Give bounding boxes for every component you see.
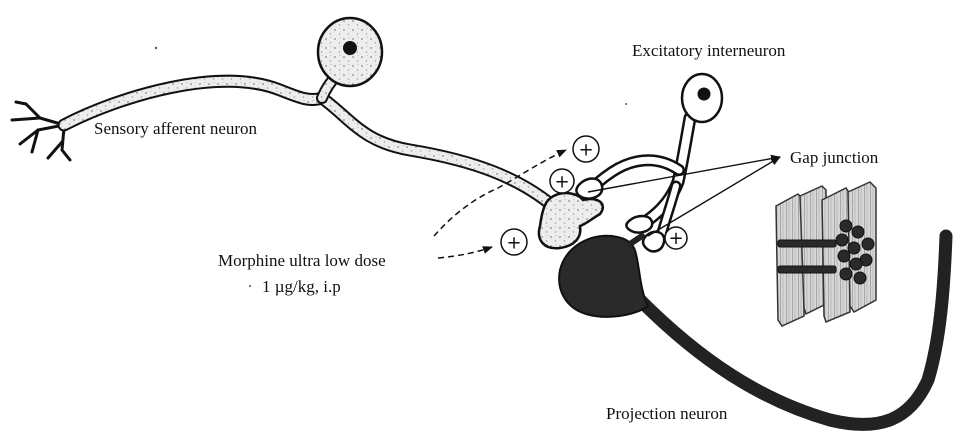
label-excitatory-interneuron: Excitatory interneuron bbox=[632, 42, 785, 59]
gap-junction-illustration bbox=[776, 182, 876, 326]
projection-dendrite-stub bbox=[630, 236, 642, 244]
interneuron-mid-terminal bbox=[626, 216, 652, 233]
plus-sign: + bbox=[506, 233, 521, 254]
interneuron-nucleus bbox=[698, 88, 711, 101]
label-morphine-route: 1 µg/kg, i.p bbox=[262, 278, 341, 295]
label-gap-junction: Gap junction bbox=[790, 149, 878, 166]
plus-sign: + bbox=[554, 172, 569, 193]
membrane-left bbox=[776, 194, 804, 326]
plus-marker-left: + bbox=[550, 169, 574, 193]
plus-marker-bottom: + bbox=[501, 229, 527, 255]
dendrite-branches bbox=[12, 102, 70, 160]
projection-cell-body bbox=[559, 236, 648, 317]
sensory-nucleus bbox=[343, 41, 357, 55]
plus-marker-right: + bbox=[665, 227, 687, 249]
sensory-axon bbox=[64, 81, 560, 212]
label-projection-neuron: Projection neuron bbox=[606, 405, 727, 422]
label-sensory-afferent-neuron: Sensory afferent neuron bbox=[94, 120, 257, 137]
excitatory-interneuron bbox=[576, 74, 722, 251]
plus-sign: + bbox=[668, 228, 683, 249]
plus-sign: + bbox=[578, 140, 593, 161]
morphine-arrow-lower bbox=[438, 247, 492, 258]
interneuron-lower-terminal bbox=[643, 232, 664, 252]
label-morphine-dose: Morphine ultra low dose bbox=[218, 252, 386, 269]
interneuron-upper-terminal bbox=[576, 179, 602, 199]
plus-marker-top: + bbox=[573, 136, 599, 162]
projection-neuron bbox=[559, 236, 946, 425]
